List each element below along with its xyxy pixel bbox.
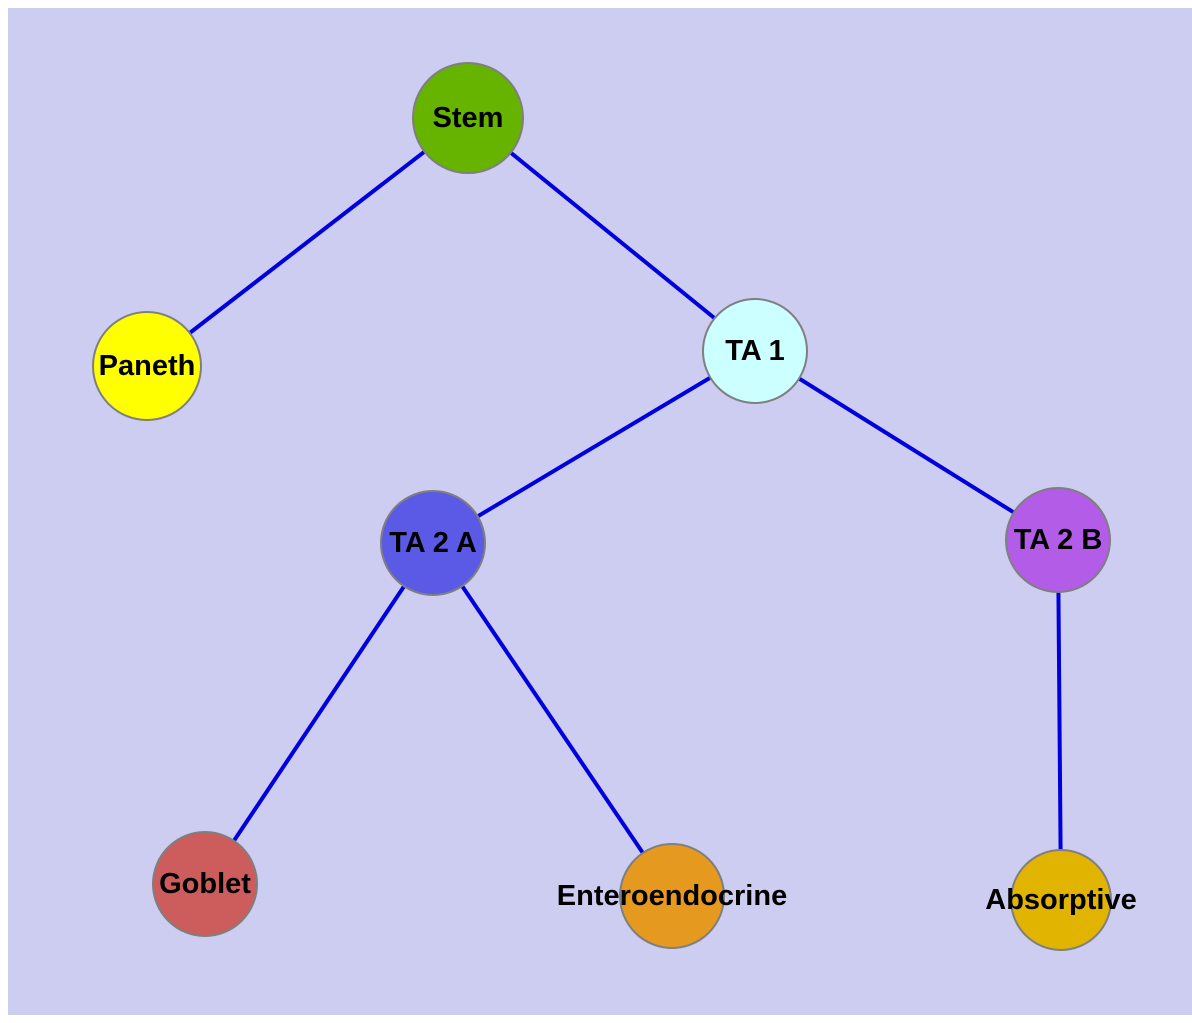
node-label-ta-2-b: TA 2 B — [1014, 524, 1103, 556]
node-stem[interactable] — [412, 62, 524, 174]
node-label-ta-2-a: TA 2 A — [389, 527, 477, 559]
node-goblet[interactable] — [152, 831, 258, 937]
node-ta-2-a[interactable] — [380, 490, 486, 596]
node-paneth[interactable] — [92, 311, 202, 421]
node-enteroendocrine[interactable] — [619, 843, 725, 949]
node-label-ta-1: TA 1 — [725, 335, 785, 367]
node-ta-1[interactable] — [702, 298, 808, 404]
edge-ta-1-to-ta-2-b — [753, 349, 1060, 542]
node-label-stem: Stem — [433, 102, 504, 134]
node-label-enteroendocrine: Enteroendocrine — [557, 880, 787, 912]
node-ta-2-b[interactable] — [1005, 487, 1111, 593]
node-label-paneth: Paneth — [99, 350, 196, 382]
node-absorptive[interactable] — [1010, 849, 1112, 951]
edge-stem-to-ta-1 — [466, 116, 757, 353]
node-label-absorptive: Absorptive — [985, 884, 1136, 916]
edge-stem-to-paneth — [145, 116, 470, 368]
edge-ta-2-a-to-enteroendocrine — [431, 541, 674, 898]
node-label-goblet: Goblet — [159, 868, 251, 900]
edge-ta-2-a-to-goblet — [203, 541, 435, 886]
edge-ta-2-b-to-absorptive — [1056, 539, 1063, 901]
edge-ta-1-to-ta-2-a — [431, 349, 757, 545]
